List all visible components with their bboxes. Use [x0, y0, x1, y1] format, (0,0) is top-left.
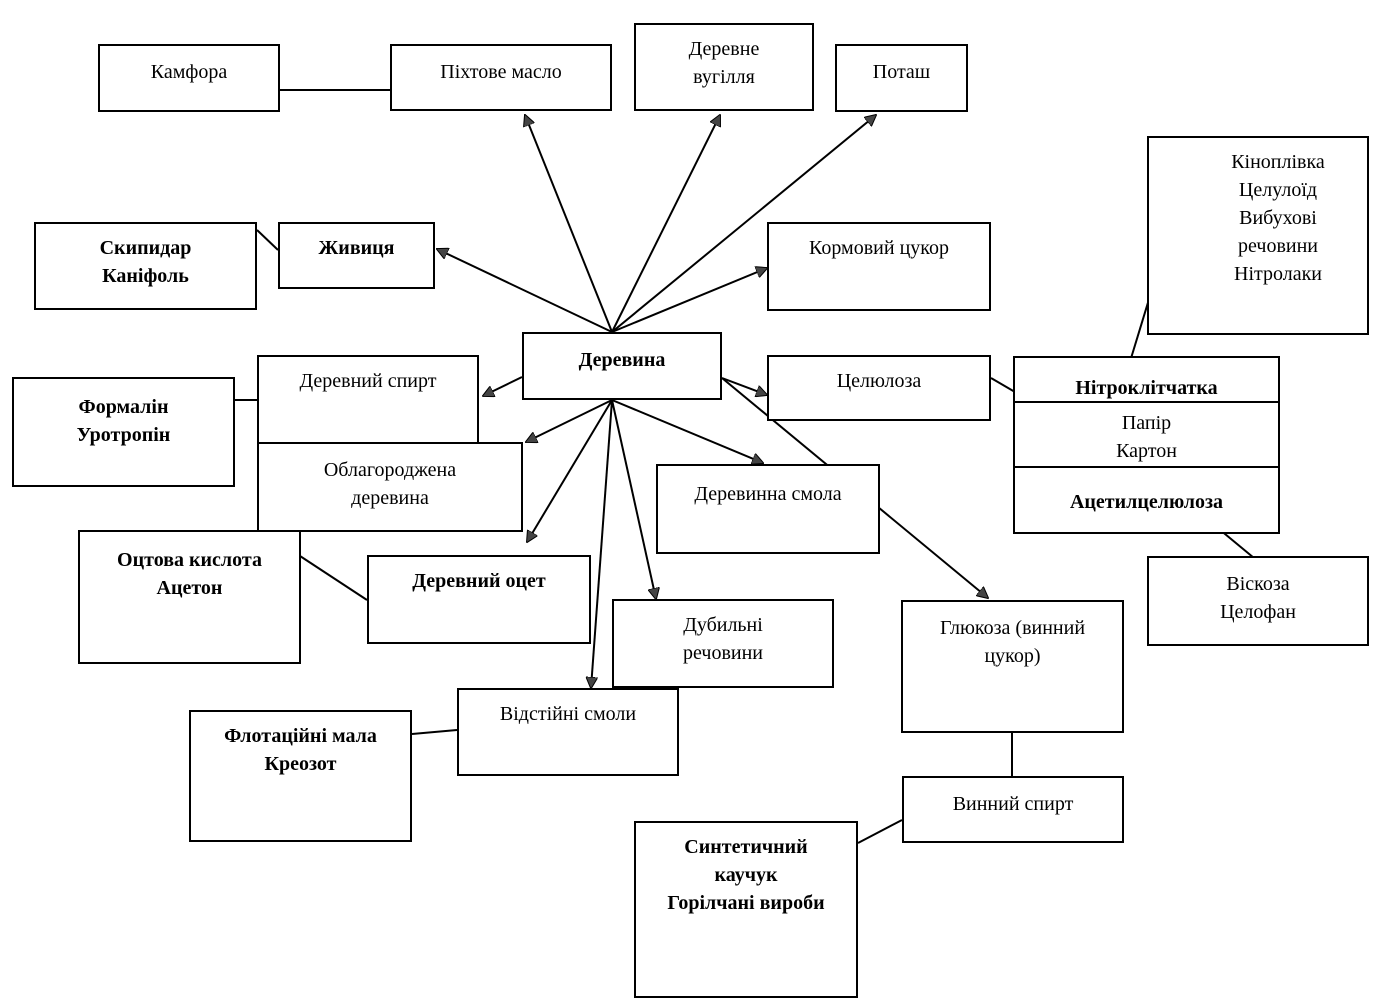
node-viskoza-tselofan: Віскоза Целофан — [1147, 556, 1369, 646]
node-label: Піхтове масло — [440, 61, 562, 83]
node-label-line-1: Дубильні — [683, 614, 763, 636]
node-label-line-2: деревина — [351, 487, 429, 509]
edge-to-pikhtove — [525, 115, 613, 333]
node-label: Деревний оцет — [412, 570, 546, 592]
node-label-line-2: Уротропін — [76, 424, 171, 446]
node-label-line-1: Синтетичний — [684, 836, 808, 858]
node-label: Кормовий цукор — [809, 237, 949, 259]
node-label-line-2: Целулоїд — [1238, 179, 1318, 201]
node-label-line-2: Картон — [1116, 440, 1177, 462]
edge-to-vidstiini — [591, 399, 613, 688]
node-vynnyi-spyrt: Винний спирт — [902, 776, 1124, 843]
node-label-line-2: каучук — [714, 864, 778, 886]
node-atsetyltseliuloza: Ацетилцелюлоза — [1013, 466, 1280, 534]
node-derevne-vuhillia: Деревне вугілля — [634, 23, 814, 111]
node-hliukoza: Глюкоза (винний цукор) — [901, 600, 1124, 733]
node-derevnyi-spyrt: Деревний спирт — [257, 355, 479, 444]
node-kormovyi-tsukor: Кормовий цукор — [767, 222, 991, 311]
node-label: Целюлоза — [836, 370, 922, 392]
node-zhyvytsia: Живиця — [278, 222, 435, 289]
node-label-line-2: Ацетон — [156, 577, 223, 599]
connector-tseliuloza-right — [990, 377, 1016, 393]
node-label-line-2: речовини — [683, 642, 763, 664]
node-potash: Поташ — [835, 44, 968, 112]
node-label-line-2: вугілля — [693, 66, 755, 88]
edge-to-zhyvytsia — [437, 249, 613, 333]
node-syntetychnyi-kauchuk: Синтетичний каучук Горілчані вироби — [634, 821, 858, 998]
node-tseliuloza: Целюлоза — [767, 355, 991, 421]
node-label: Ацетилцелюлоза — [1069, 491, 1224, 513]
node-derevnyi-otset: Деревний оцет — [367, 555, 591, 644]
node-label-line-4: речовини — [1238, 235, 1318, 257]
node-nitroklitchatka: Нітроклітчатка — [1013, 356, 1280, 403]
node-flotatsiini-kreozot: Флотаційні мала Креозот — [189, 710, 412, 842]
node-label: Винний спирт — [952, 793, 1074, 815]
edge-to-derevnyi-otset — [527, 399, 613, 542]
connector-skypydar-zhyvytsia — [256, 229, 279, 251]
edge-to-potash — [611, 115, 876, 333]
node-papir-karton: Папір Картон — [1013, 401, 1280, 468]
node-label: Деревина — [578, 349, 666, 371]
node-otsova-kyslota-atseton: Оцтова кислота Ацетон — [78, 530, 301, 664]
node-derevynna-smola: Деревинна смола — [656, 464, 880, 554]
node-label-line-1: Кіноплівка — [1231, 151, 1325, 173]
node-label: Камфора — [150, 61, 228, 83]
connector-syntetychnyi — [857, 819, 903, 844]
node-label-line-3: Горілчані вироби — [667, 892, 825, 914]
node-label-line-1: Скипидар — [99, 237, 192, 259]
edge-to-kormovyi — [611, 268, 767, 333]
node-pikhtove-maslo: Піхтове масло — [390, 44, 612, 111]
node-label: Деревний спирт — [299, 370, 437, 392]
node-label: Деревинна смола — [694, 483, 842, 505]
node-label-line-1: Облагороджена — [323, 459, 457, 481]
node-label: Живиця — [318, 237, 395, 259]
node-label-line-2: цукор) — [984, 645, 1041, 667]
node-label-line-1: Глюкоза (винний — [939, 617, 1086, 639]
node-vidstiini-smoly: Відстійні смоли — [457, 688, 679, 776]
node-label-line-1: Флотаційні мала — [224, 725, 377, 747]
node-label-line-2: Целофан — [1220, 601, 1296, 623]
node-label: Поташ — [872, 61, 931, 83]
node-label: Нітроклітчатка — [1075, 377, 1218, 399]
node-label-line-1: Оцтова кислота — [117, 549, 262, 571]
edge-to-derevynna-smola — [611, 399, 763, 463]
edge-to-dubylni — [611, 399, 656, 599]
node-label-line-1: Формалін — [78, 396, 169, 418]
edge-to-derevnyi-spyrt — [483, 376, 523, 396]
edge-to-vuhillia — [611, 115, 720, 333]
node-label-line-2: Каніфоль — [102, 265, 189, 287]
node-dubylni-rechovyny: Дубильні речовини — [612, 599, 834, 688]
node-label-line-5: Нітролаки — [1234, 263, 1322, 285]
node-oblahorodzhena-derevyna: Облагороджена деревина — [257, 442, 523, 532]
node-derevyna-center: Деревина — [522, 332, 722, 400]
node-skypydar-kanifol: Скипидар Каніфоль — [34, 222, 257, 310]
edge-to-oblahorodzhena — [526, 399, 613, 442]
node-label-line-1: Папір — [1121, 412, 1172, 434]
node-label-line-3: Вибухові — [1239, 207, 1317, 229]
edge-to-tseliuloza — [721, 377, 767, 395]
connector-otsova — [299, 555, 368, 601]
node-kinoplivka-group: Кіноплівка Целулоїд Вибухові речовини Ні… — [1147, 136, 1369, 335]
node-label-line-1: Віскоза — [1226, 573, 1290, 595]
node-label-line-1: Деревне — [688, 38, 760, 60]
node-label-line-2: Креозот — [264, 753, 337, 775]
node-kamfora: Камфора — [98, 44, 280, 112]
node-formalin-urotropin: Формалін Уротропін — [12, 377, 235, 487]
connector-flotatsiini — [411, 729, 458, 735]
node-label: Відстійні смоли — [499, 703, 637, 725]
